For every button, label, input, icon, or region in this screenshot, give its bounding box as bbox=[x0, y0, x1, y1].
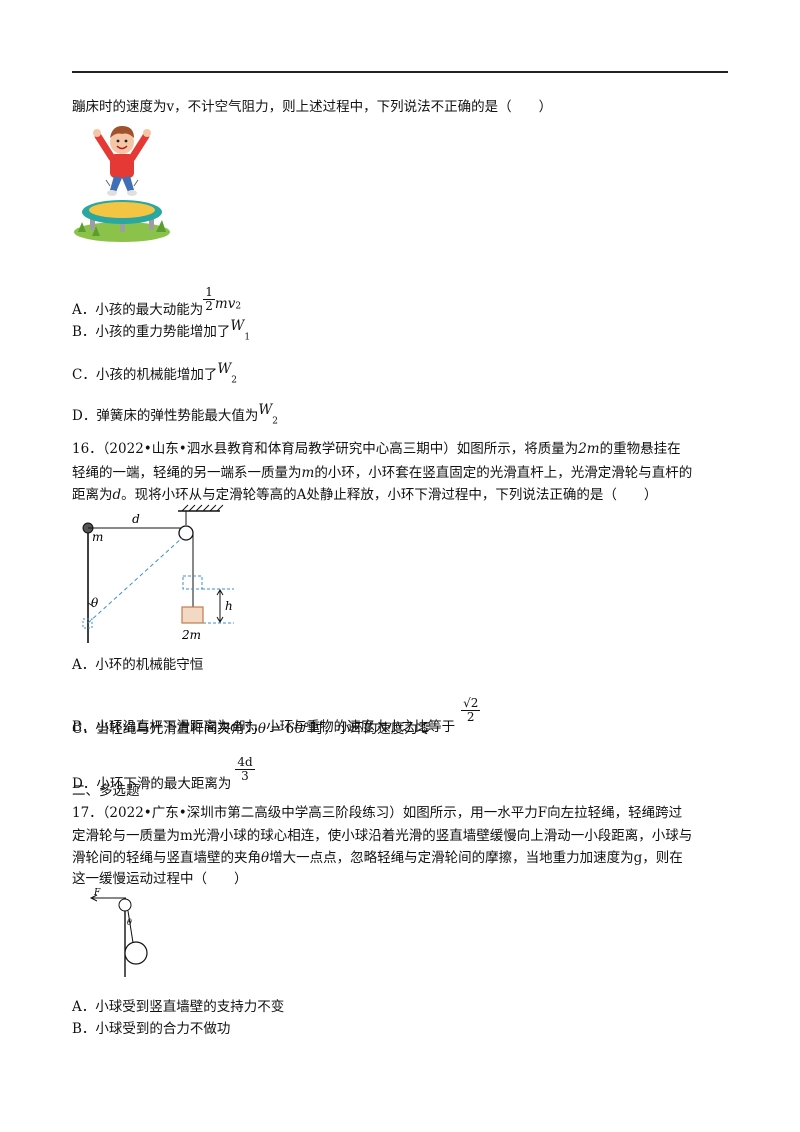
q15-option-d: D．弹簧床的弹性势能最大值为W2 bbox=[72, 402, 278, 427]
label-m: m bbox=[92, 530, 103, 544]
theta-arc bbox=[87, 602, 95, 608]
label-theta: θ bbox=[91, 596, 99, 610]
weight-dashed bbox=[182, 575, 203, 590]
ring-end-dashed bbox=[82, 618, 93, 629]
q17-option-b: B．小球受到的合力不做功 bbox=[72, 1021, 231, 1037]
dashed-rope bbox=[87, 537, 183, 624]
label-d: d bbox=[132, 512, 140, 526]
ball bbox=[124, 941, 148, 965]
pulley bbox=[118, 898, 132, 912]
q17-stem-line4: 这一缓慢运动过程中（ ） bbox=[72, 871, 248, 887]
q16-stem-line3: 距离为d。现将小环从与定滑轮等高的A处静止释放，小环下滑过程中，下列说法正确的是… bbox=[72, 487, 658, 503]
label-h: h bbox=[225, 599, 233, 613]
q15-stem-tail: 蹦床时的速度为v，不计空气阻力，则上述过程中，下列说法不正确的是（ ） bbox=[72, 99, 553, 115]
q16-pulley-figure: d m θ h 2m bbox=[82, 504, 234, 643]
label-theta: θ bbox=[127, 918, 132, 927]
q15-option-b: B．小孩的重力势能增加了W1 bbox=[72, 318, 251, 343]
q17-stem-line2: 定滑轮与一质量为m光滑小球的球心相连，使小球沿着光滑的竖直墙壁缓慢向上滑动一小段… bbox=[72, 828, 693, 844]
q17-wall-ball-figure: F θ bbox=[89, 888, 148, 977]
q17-stem-line1: 17．（2022•广东•深圳市第二高级中学高三阶段练习）如图所示，用一水平力F向… bbox=[72, 805, 683, 821]
q16-option-c: C．当轻绳与光滑直杆间夹角为θ = 60°时，小环的速度为零 bbox=[72, 721, 432, 737]
pulley bbox=[178, 525, 194, 541]
q16-option-a: A．小环的机械能守恒 bbox=[72, 657, 204, 673]
section-heading: 二、多选题 bbox=[72, 783, 140, 799]
trampoline-child-image bbox=[74, 126, 170, 242]
q16-stem-line1: 16．（2022•山东•泗水县教育和体育局教学研究中心高三期中）如图所示，将质量… bbox=[72, 441, 681, 457]
label-2m: 2m bbox=[181, 628, 201, 642]
header-rule bbox=[72, 71, 728, 73]
q15-option-c: C．小孩的机械能增加了W2 bbox=[72, 361, 237, 386]
ceiling-hatch bbox=[181, 504, 224, 512]
q17-option-a: A．小球受到竖直墙壁的支持力不变 bbox=[72, 999, 285, 1015]
q17-stem-line3: 滑轮间的轻绳与竖直墙壁的夹角θ增大一点点，忽略轻绳与定滑轮间的摩擦，当地重力加速… bbox=[72, 850, 683, 866]
h-arrowheads bbox=[216, 589, 224, 623]
force-arrowhead bbox=[89, 894, 98, 902]
weight bbox=[181, 606, 204, 624]
q16-stem-line2: 轻绳的一端，轻绳的另一端系一质量为m的小环，小环套在竖直固定的光滑直杆上，光滑定… bbox=[72, 465, 693, 481]
label-F: F bbox=[93, 888, 101, 898]
